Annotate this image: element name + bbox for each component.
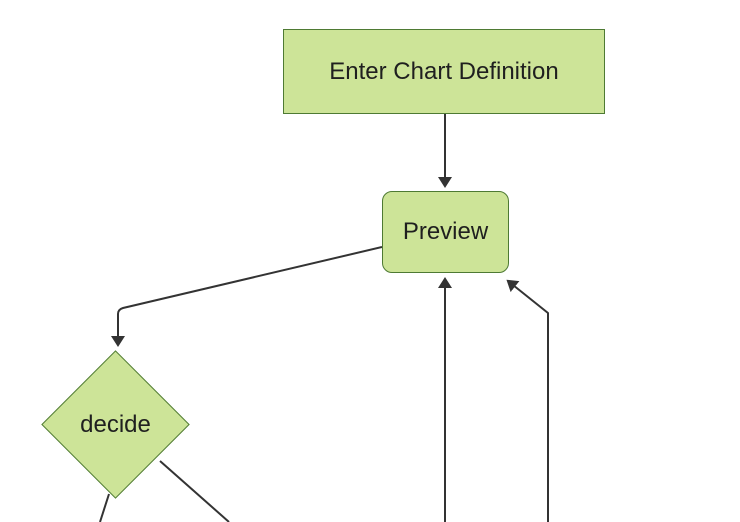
- node-preview-label: Preview: [402, 218, 489, 245]
- edge-preview-to-decide: [111, 246, 383, 347]
- edge-decide-to-offscreen-left: [99, 493, 110, 522]
- node-enter-chart-definition: Enter Chart Definition: [283, 29, 605, 114]
- node-decide: decide: [45, 409, 186, 440]
- edge-offscreen-to-preview-diagonal: [506, 279, 549, 522]
- edge-decide-to-offscreen-right: [159, 460, 230, 522]
- node-preview: Preview: [382, 191, 509, 273]
- node-decide-label: decide: [80, 410, 151, 438]
- node-enter-chart-definition-label: Enter Chart Definition: [329, 57, 559, 85]
